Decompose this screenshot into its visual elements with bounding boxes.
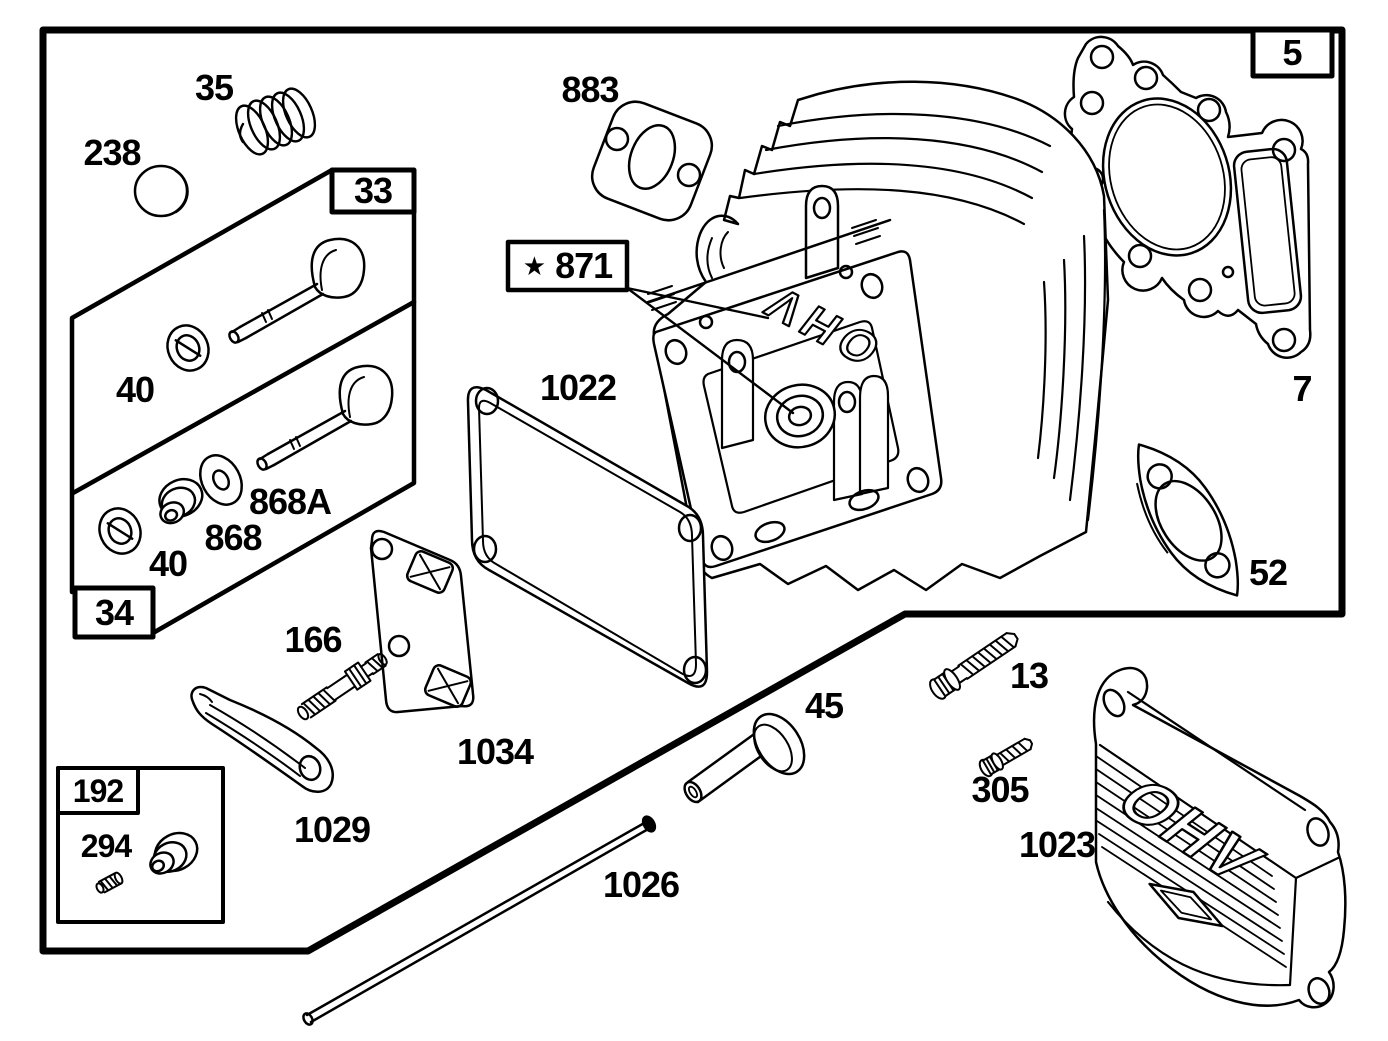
guide-plate-1034 (369, 529, 475, 714)
set-screw-294 (95, 871, 124, 894)
intake-gasket-883 (590, 100, 714, 222)
part-label-294: 294 (80, 828, 132, 864)
part-label-166: 166 (284, 619, 342, 660)
group-box-label-33: 33 (353, 170, 393, 211)
part-label-45: 45 (804, 685, 844, 726)
briggs-diamond-logo-icon (1148, 882, 1224, 928)
valve-retainer-40-upper (166, 324, 210, 372)
valve-kit-box (69, 167, 417, 640)
rocker-pivot-294 (149, 831, 199, 875)
group-box-label-34: 34 (94, 592, 134, 633)
valve-spring-35 (234, 87, 317, 156)
valve-retainer-40-lower (98, 507, 142, 555)
intake-valve (228, 237, 366, 344)
part-label-868A: 868A (248, 481, 332, 522)
part-label-868: 868 (204, 517, 262, 558)
callout-871-number: 871 (555, 245, 613, 286)
star-icon: ★ (522, 251, 547, 281)
part-label-1026: 1026 (602, 864, 680, 905)
group-box-label-192: 192 (72, 773, 124, 809)
seal-washer-868A (199, 454, 243, 506)
valve-cap-238 (133, 164, 189, 218)
rocker-cover-gasket-1022 (466, 386, 709, 688)
push-rod-1026 (302, 815, 657, 1026)
exhaust-gasket-52 (1136, 443, 1240, 597)
part-label-1022: 1022 (539, 367, 617, 408)
part-label-1029: 1029 (293, 809, 371, 850)
part-label-1023: 1023 (1018, 824, 1096, 865)
cover-bolt-305 (978, 737, 1034, 778)
frame-border (39, 26, 1346, 955)
cylinder-head: OHV (646, 80, 1110, 592)
part-label-35: 35 (194, 67, 234, 108)
part-label-1034: 1034 (456, 731, 534, 772)
part-label-40-lower: 40 (148, 543, 188, 584)
rocker-arm-1029 (190, 685, 334, 793)
callout-871: ★ 871 (508, 242, 627, 290)
rocker-stud-166 (296, 653, 388, 721)
part-label-883: 883 (561, 69, 619, 110)
part-label-305: 305 (971, 769, 1029, 810)
corner-box-5 (1250, 27, 1335, 79)
part-label-7: 7 (1292, 368, 1312, 409)
part-label-13: 13 (1009, 655, 1049, 696)
valve-cover-1023: OHV (1092, 666, 1347, 1009)
part-label-52: 52 (1248, 552, 1288, 593)
part-label-40-upper: 40 (115, 369, 155, 410)
corner-box-label-5: 5 (1282, 32, 1302, 73)
part-label-238: 238 (83, 132, 141, 173)
callout-871-leaders (505, 239, 795, 415)
valve-tappet-45 (683, 712, 806, 804)
head-bolt-13 (929, 632, 1019, 700)
valve-stem-seal-868 (158, 477, 204, 525)
